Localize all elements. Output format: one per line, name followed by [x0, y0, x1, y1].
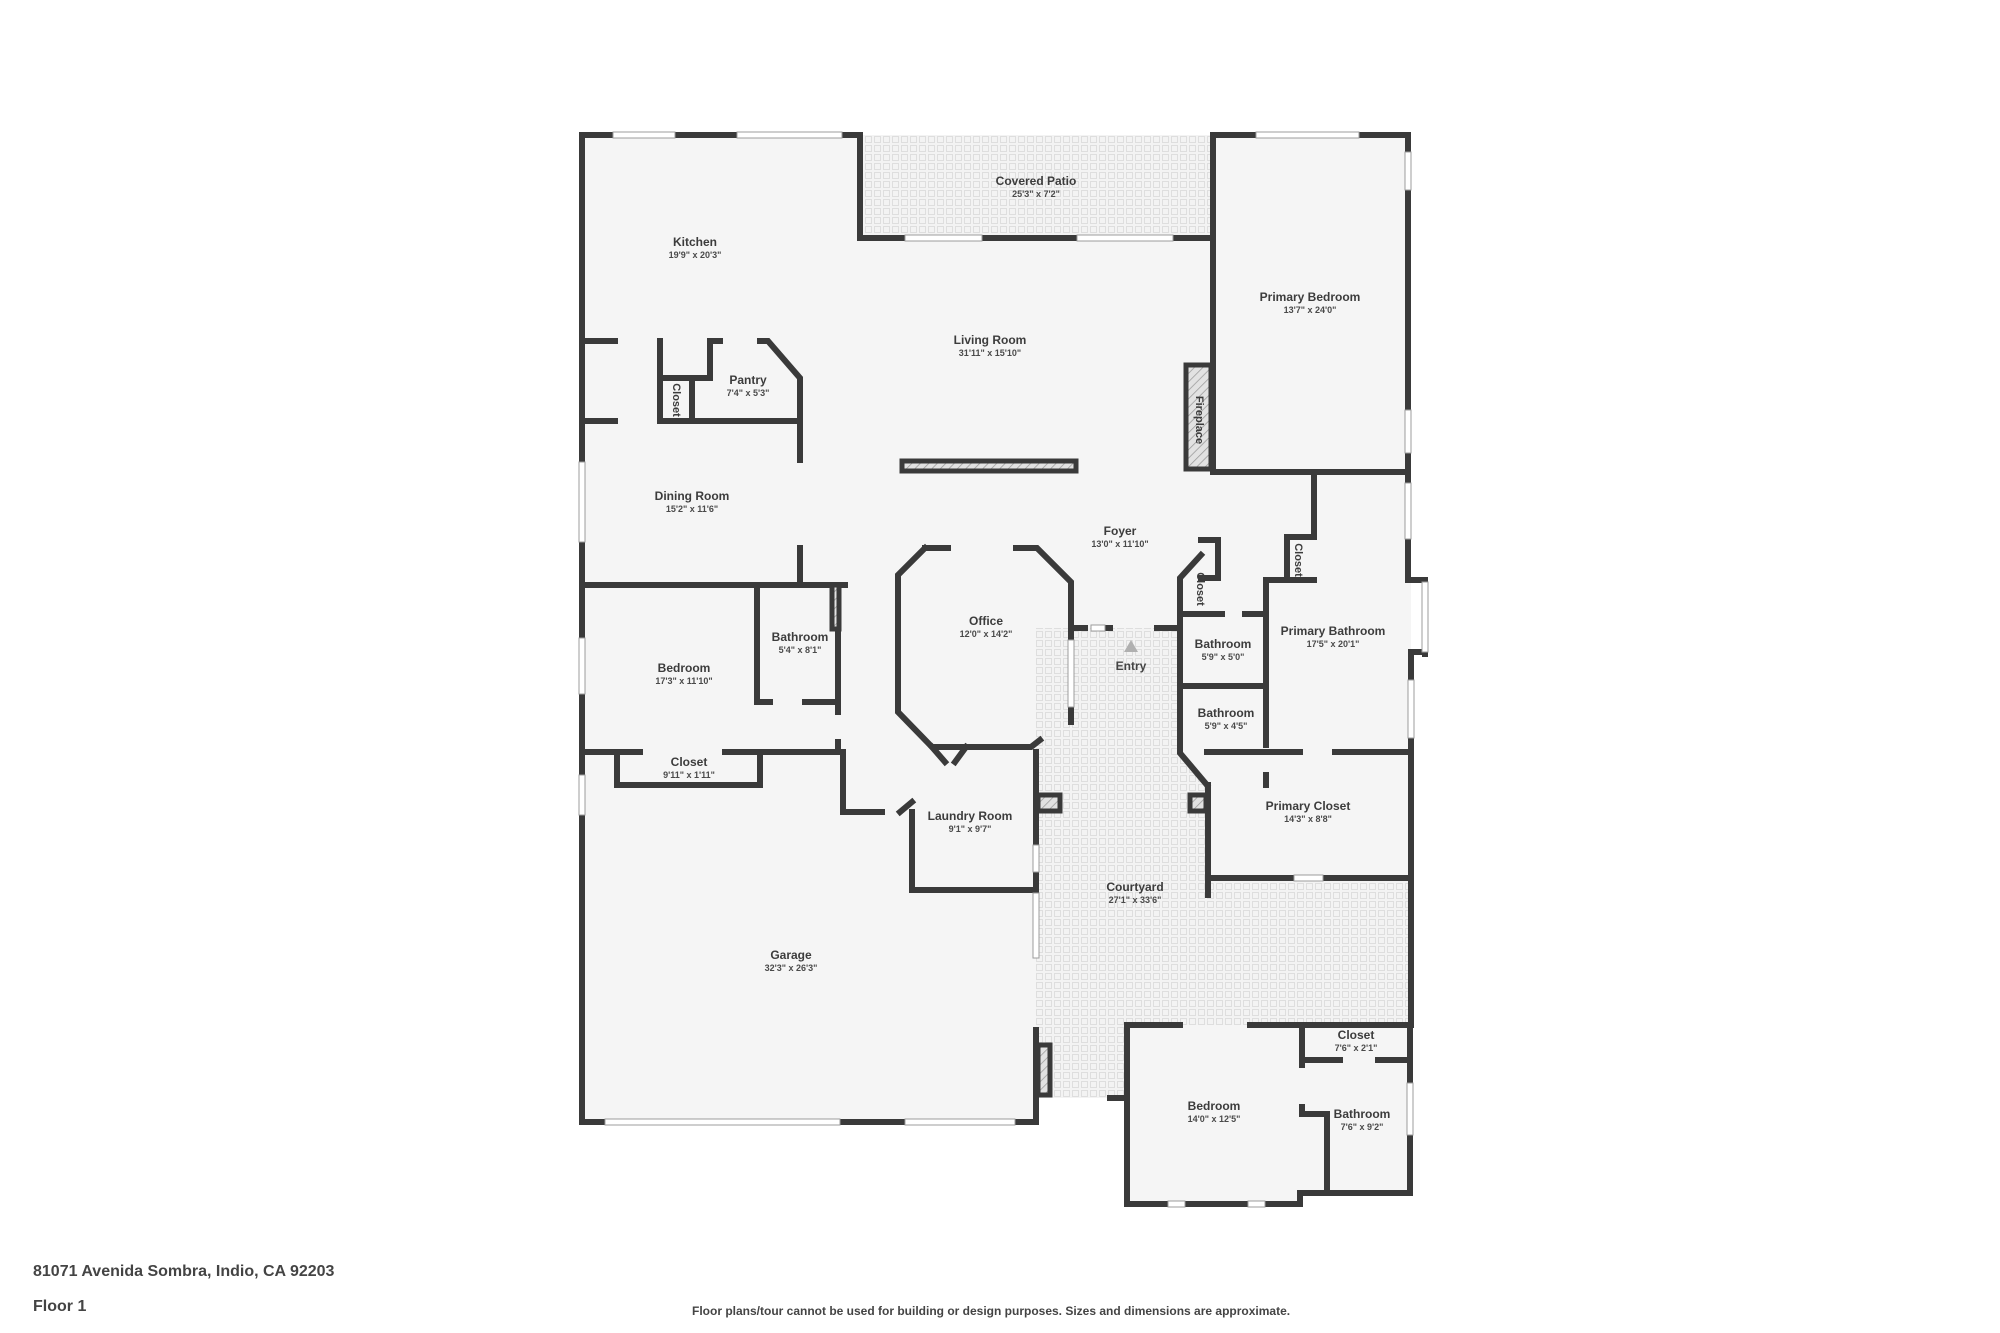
- floor-fills: [582, 135, 1411, 1204]
- covered-patio-area: [860, 135, 1213, 238]
- entry-label: Entry: [1115, 659, 1147, 673]
- property-address: 81071 Avenida Sombra, Indio, CA 92203: [33, 1263, 335, 1280]
- hatched-features: [829, 362, 1214, 1098]
- fireplace: [1183, 362, 1214, 472]
- living-room-counter: [899, 458, 1079, 474]
- column: [1035, 1042, 1053, 1098]
- windows: [578, 131, 1429, 1208]
- column: [1187, 792, 1209, 814]
- column: [1035, 792, 1063, 814]
- shower-wall: [829, 582, 842, 632]
- courtyard-area: [1036, 628, 1411, 1098]
- entry-arrow-icon: [1124, 640, 1138, 652]
- floor-label: Floor 1: [33, 1298, 87, 1315]
- disclaimer-text: Floor plans/tour cannot be used for buil…: [692, 1304, 1291, 1318]
